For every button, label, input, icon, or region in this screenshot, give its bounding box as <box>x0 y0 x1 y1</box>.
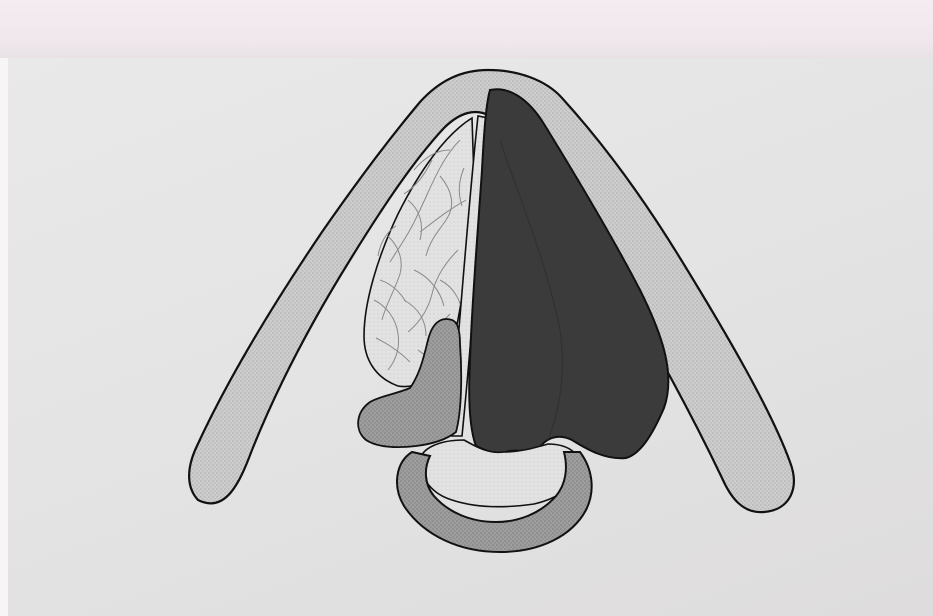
larynx-illustration <box>0 0 933 616</box>
diagram-page <box>0 0 933 616</box>
